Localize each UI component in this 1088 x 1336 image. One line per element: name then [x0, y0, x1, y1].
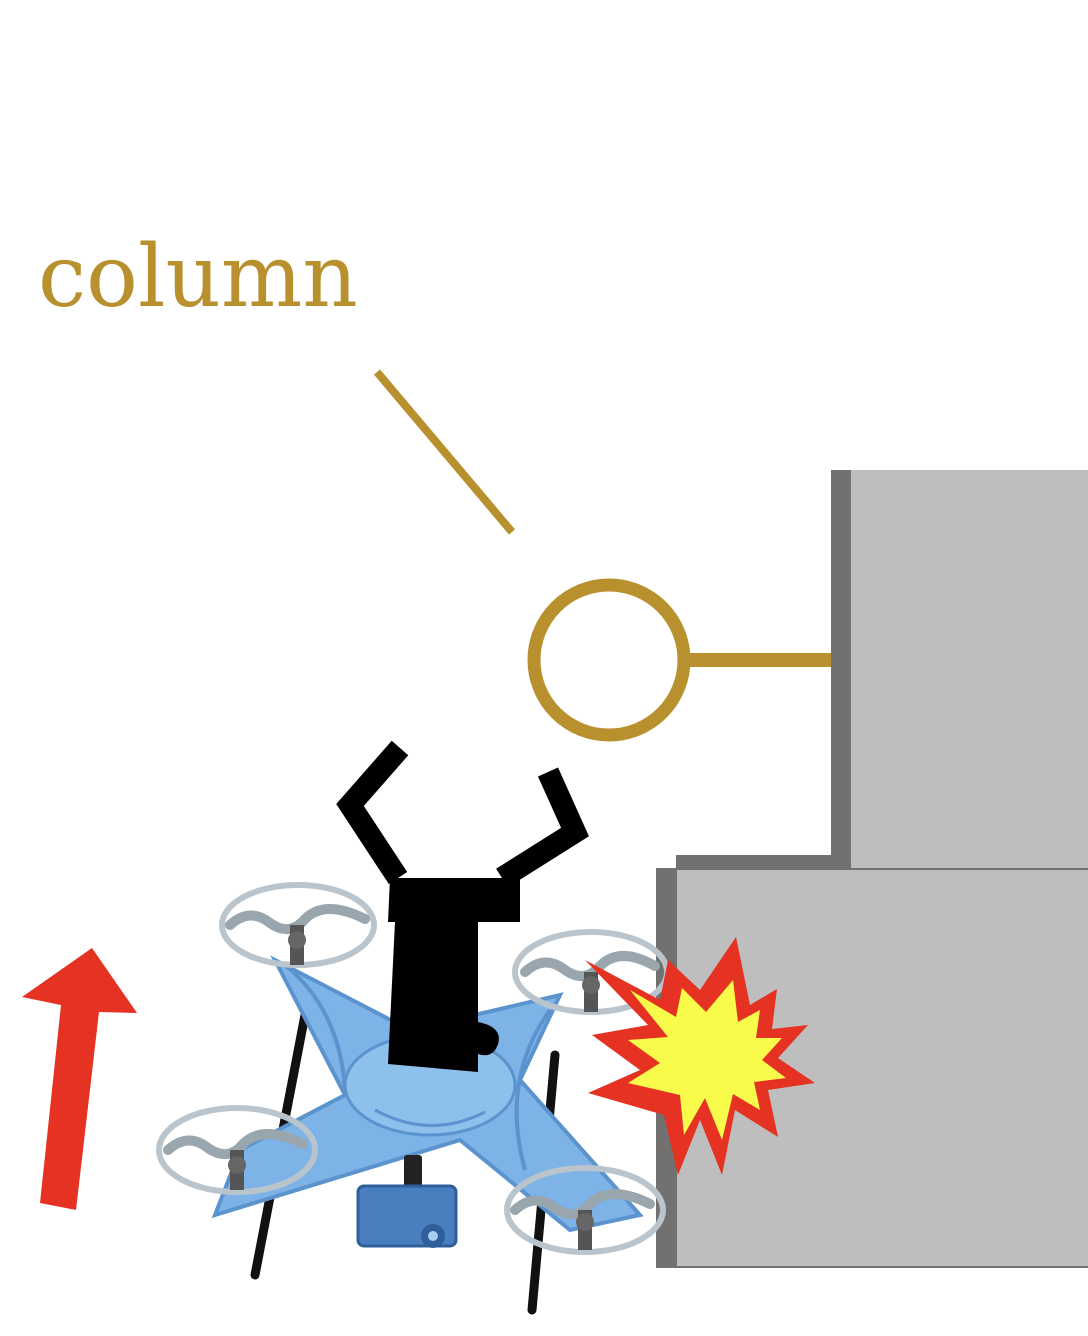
up-arrow-icon — [22, 948, 137, 1210]
column-marker-icon — [527, 578, 831, 742]
rotor-icon — [156, 1105, 318, 1195]
rotor-icon — [219, 882, 377, 968]
column-label: column — [38, 227, 358, 327]
collision-burst-icon — [585, 937, 815, 1175]
gripper-icon — [336, 740, 589, 1072]
rotor-icon — [504, 1165, 666, 1255]
column-leader-line — [373, 369, 516, 535]
drone-icon — [156, 882, 670, 1315]
